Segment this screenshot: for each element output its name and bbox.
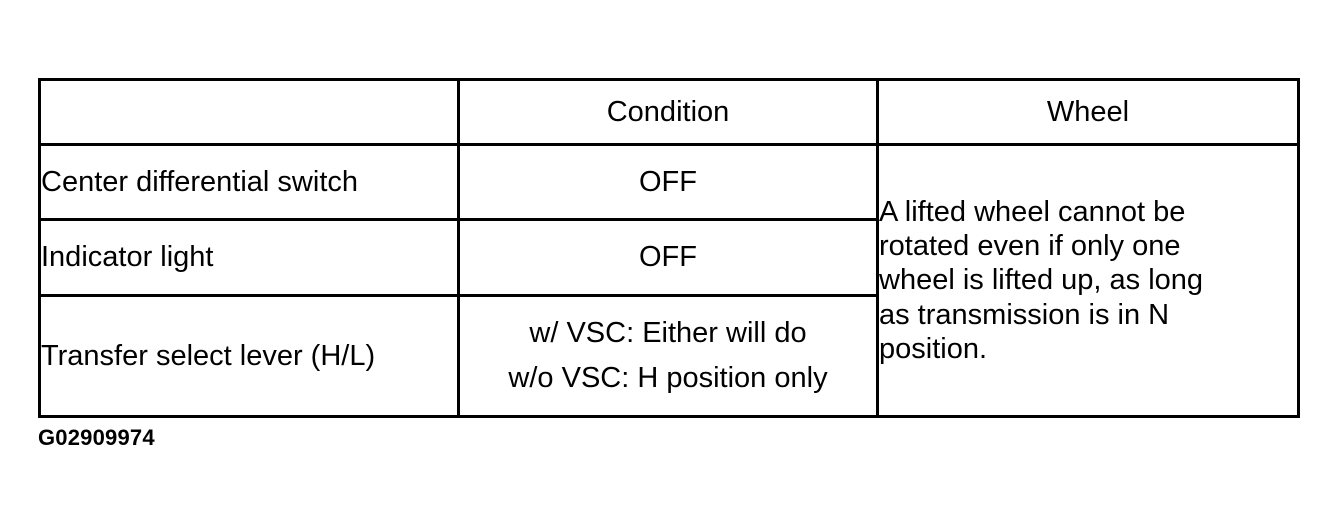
- wheel-line-1: A lifted wheel cannot be: [879, 195, 1186, 228]
- wheel-line-4: as transmission is in N: [879, 298, 1170, 331]
- row-label-transfer-select-lever: Transfer select lever (H/L): [38, 294, 460, 418]
- header-cell-condition: Condition: [457, 78, 879, 146]
- row-condition-indicator-light: OFF: [457, 218, 879, 297]
- row-label-center-differential-switch: Center differential switch: [38, 143, 460, 221]
- transfer-condition-lines: w/ VSC: Either will do w/o VSC: H positi…: [460, 311, 876, 401]
- header-cell-wheel: Wheel: [876, 78, 1300, 146]
- table-row: Indicator light OFF: [38, 218, 1299, 297]
- figure-caption: G02909974: [38, 425, 155, 450]
- wheel-description-cell: A lifted wheel cannot be rotated even if…: [876, 143, 1300, 418]
- table-row: Transfer select lever (H/L) w/ VSC: Eith…: [38, 294, 1299, 418]
- row-label-indicator-light: Indicator light: [38, 218, 460, 297]
- center-differential-condition-table: Condition Wheel Center differential swit…: [38, 78, 1300, 418]
- wheel-line-5: position.: [879, 332, 988, 365]
- wheel-line-3: wheel is lifted up, as long: [879, 264, 1204, 297]
- row-condition-transfer-select-lever: w/ VSC: Either will do w/o VSC: H positi…: [457, 294, 879, 418]
- transfer-condition-line-1: w/ VSC: Either will do: [529, 317, 807, 350]
- table-header-row: Condition Wheel: [38, 78, 1300, 146]
- wheel-line-2: rotated even if only one: [879, 230, 1181, 263]
- row-condition-center-differential-switch: OFF: [457, 143, 879, 221]
- table-row: Center differential switch OFF A lifted …: [38, 143, 1300, 418]
- header-cell-blank: [38, 78, 460, 146]
- transfer-condition-line-2: w/o VSC: H position only: [508, 362, 828, 394]
- wheel-description-text: A lifted wheel cannot be rotated even if…: [879, 195, 1297, 366]
